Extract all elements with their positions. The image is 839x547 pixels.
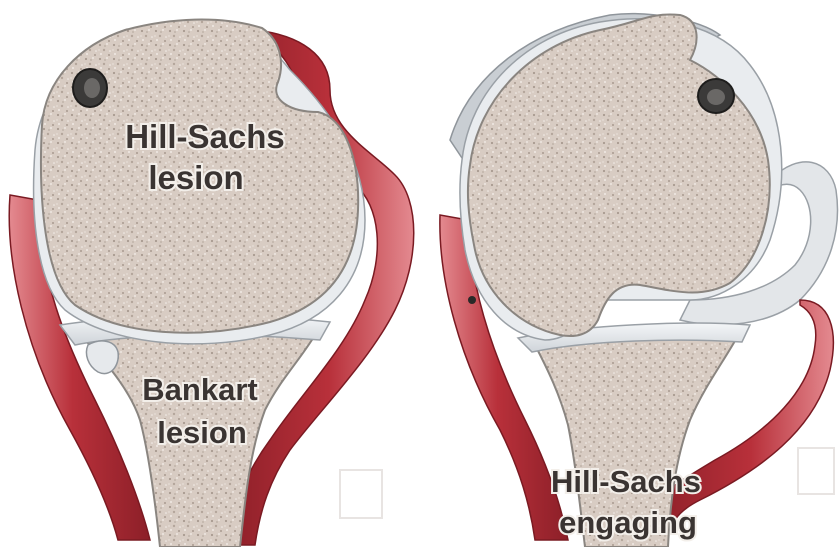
hill-sachs-lesion-label-line1: Hill-Sachs (125, 118, 285, 155)
left-shoulder-illustration: Hill-Sachs lesion Bankart lesion (9, 20, 414, 547)
hill-sachs-engaging-label-line1: Hill-Sachs (551, 464, 701, 499)
left-bankart-fragment (86, 341, 118, 374)
right-dark-fleck (468, 296, 476, 304)
bankart-lesion-label-line1: Bankart (142, 372, 257, 407)
bankart-lesion-label-line2: lesion (157, 415, 247, 450)
hill-sachs-lesion-label-line2: lesion (148, 159, 243, 196)
left-watermark-box (340, 470, 382, 518)
right-watermark-box (798, 448, 834, 494)
hill-sachs-engaging-label-line2: engaging (559, 505, 697, 540)
right-bone-ring-inner (707, 89, 725, 105)
left-bone-ring-inner (84, 78, 100, 98)
right-shoulder-illustration: Hill-Sachs engaging (440, 14, 838, 547)
